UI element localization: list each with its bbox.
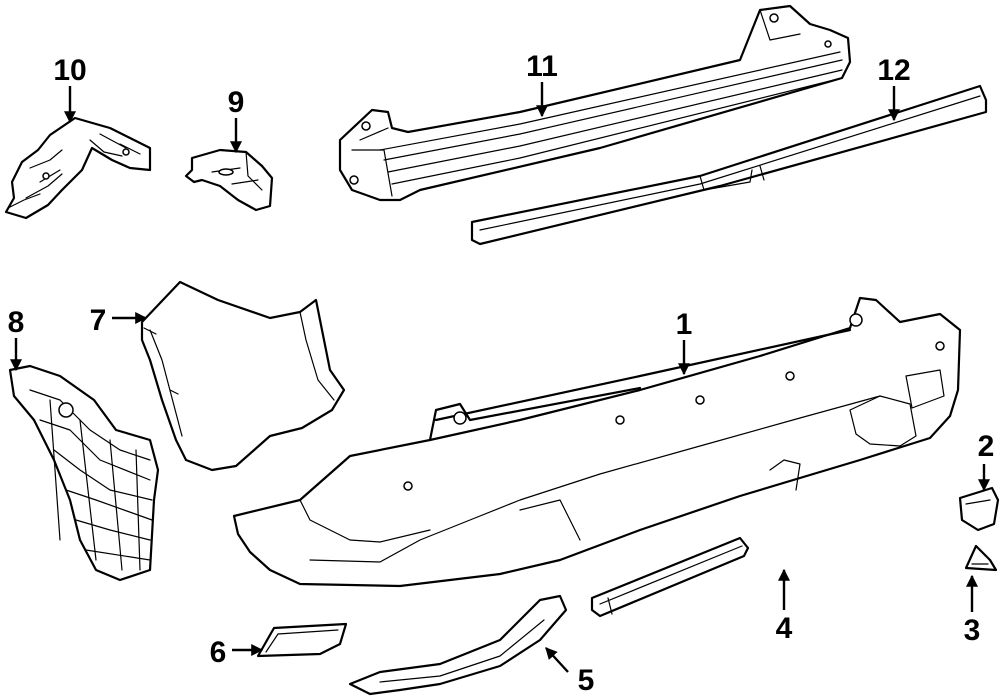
part-5-garnish	[348, 594, 568, 696]
part-7-side-panel	[140, 280, 346, 472]
callout-12: 12	[877, 54, 910, 87]
part-1-bumper-cover	[232, 296, 962, 588]
callout-9: 9	[228, 86, 245, 119]
part-3-reflector	[964, 544, 998, 572]
part-8-side-bracket	[8, 364, 160, 582]
callout-labels: 1 2 3 4 5 6 7 8 9 10 11 12	[8, 50, 995, 697]
callout-8: 8	[8, 306, 25, 339]
part-4-lower-trim	[590, 536, 750, 618]
part-9-bracket	[184, 148, 274, 212]
callout-4: 4	[776, 612, 793, 645]
callout-5: 5	[578, 664, 595, 697]
part-12-energy-absorber	[470, 84, 988, 246]
callout-6: 6	[210, 636, 227, 669]
callout-2: 2	[978, 430, 995, 463]
part-2-cap	[958, 486, 1000, 532]
callout-3: 3	[964, 614, 981, 647]
part-10-bracket	[4, 116, 152, 220]
part-11-reinforcement-beam	[338, 4, 852, 202]
callout-10: 10	[53, 54, 86, 87]
part-6-cover-plate	[256, 622, 348, 658]
callout-1: 1	[676, 308, 693, 341]
callout-7: 7	[90, 304, 107, 337]
callout-leaders	[10, 82, 990, 673]
callout-11: 11	[526, 50, 558, 83]
